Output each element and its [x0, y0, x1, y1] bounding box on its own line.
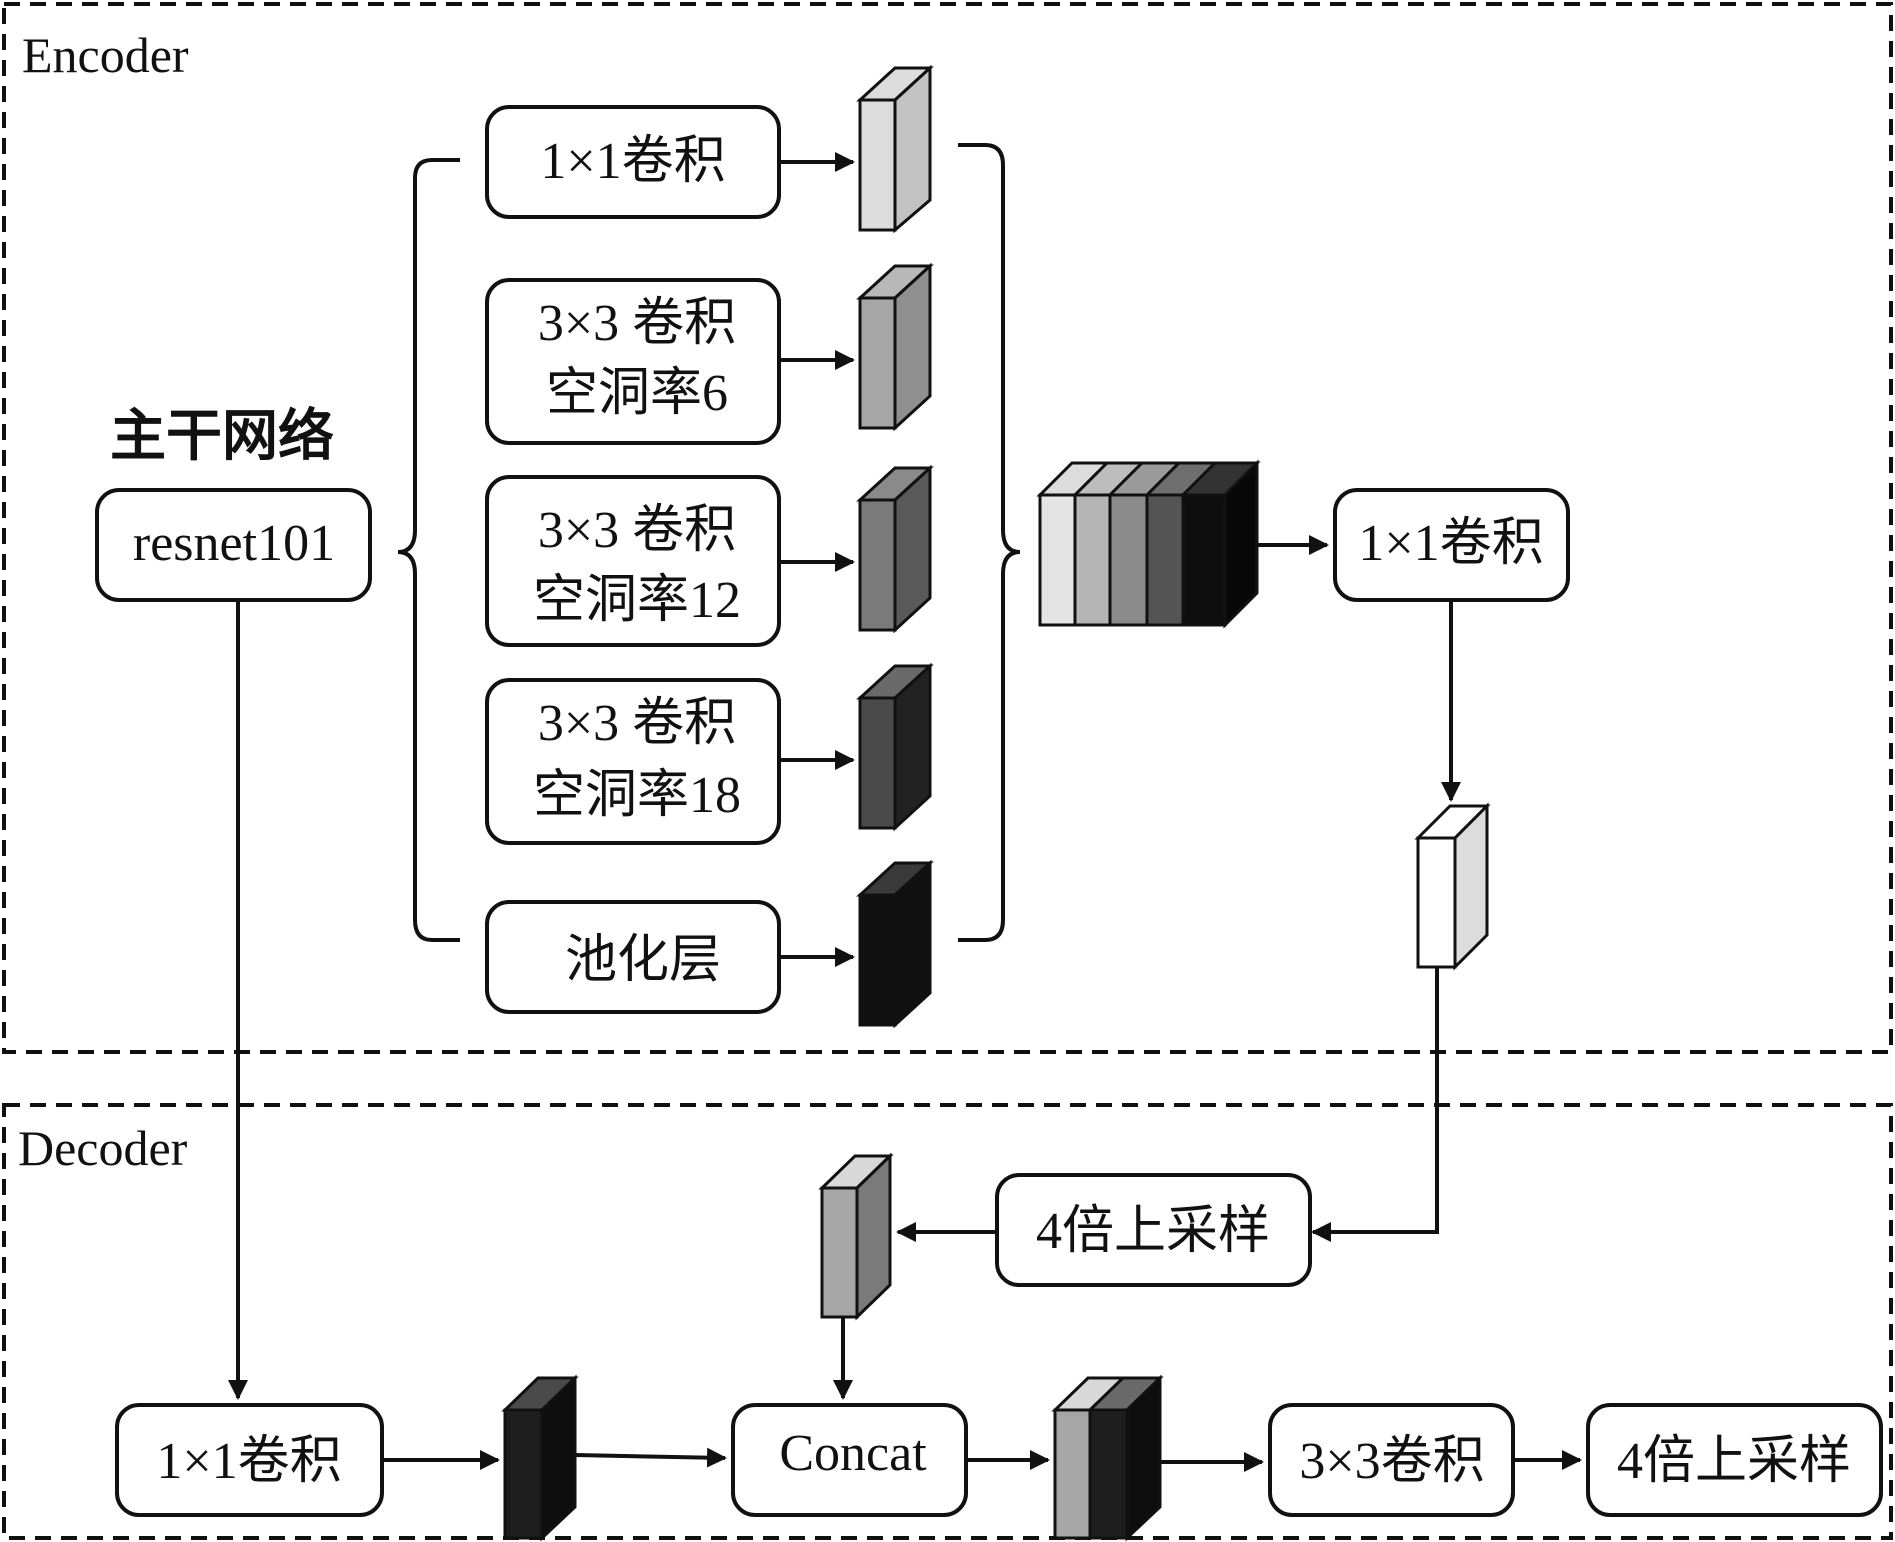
conv3-label: 3×3卷积: [1299, 1433, 1484, 1490]
feature-block-atrous12: [856, 464, 934, 634]
right-brace: [958, 143, 1021, 942]
backbone-model: resnet101: [133, 515, 335, 572]
aspp-atrous18-line2: 空洞率18: [533, 767, 741, 824]
left-brace: [397, 158, 460, 942]
feature-block-atrous18: [856, 662, 934, 832]
aspp-atrous18-line1: 3×3 卷积: [538, 695, 736, 752]
aspp-conv1-label: 1×1卷积: [540, 133, 725, 190]
upsampled-feature: [818, 1152, 894, 1321]
decoder-conv-label: 1×1卷积: [156, 1433, 341, 1490]
low-level-feature: [501, 1374, 579, 1542]
aspp-pool-label: 池化层: [565, 932, 721, 989]
aspp-atrous6-line2: 空洞率6: [546, 365, 728, 422]
upsample2-box: [1586, 1403, 1883, 1517]
feature-block-conv1: [856, 64, 934, 234]
upsample1-label: 4倍上采样: [1036, 1203, 1270, 1260]
aspp-atrous6-line1: 3×3 卷积: [538, 295, 736, 352]
encoder-region: [2, 2, 1893, 1054]
decoder-concat-feature: [1051, 1374, 1164, 1542]
decoder-region: [2, 1103, 1893, 1540]
feature-block-pool: [856, 859, 934, 1029]
backbone-box: [95, 488, 372, 602]
upsample2-label: 4倍上采样: [1617, 1433, 1851, 1490]
arrow-encoded-to-upsample: [1311, 967, 1439, 1242]
feature-block-atrous6: [856, 262, 934, 432]
concatenated-feature-stack: [1036, 459, 1261, 629]
aspp-atrous12-line1: 3×3 卷积: [538, 502, 736, 559]
encoder-output-feature: [1414, 802, 1491, 971]
concat-label: Concat: [779, 1425, 927, 1482]
arrow-low-feature-to-concat: [574, 1447, 727, 1468]
encoder-conv-label: 1×1卷积: [1358, 515, 1543, 572]
decoder-label: Decoder: [18, 1120, 188, 1176]
encoder-label: Encoder: [22, 27, 189, 83]
aspp-atrous12-line2: 空洞率12: [533, 572, 741, 629]
backbone-title: 主干网络: [110, 405, 334, 468]
